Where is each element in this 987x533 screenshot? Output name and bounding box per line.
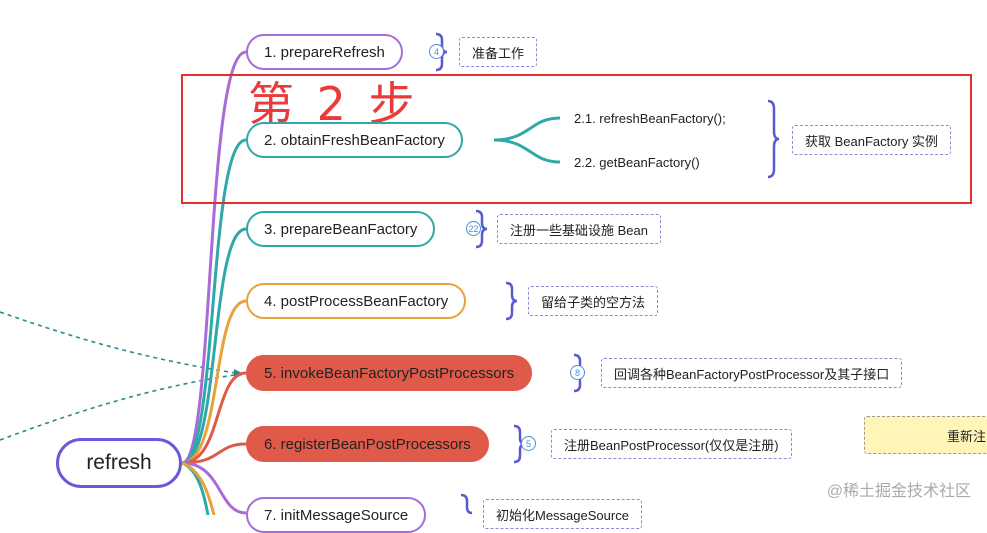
branch-extra-b [181,461,216,515]
branch-7 [181,461,247,515]
branch-1 [181,50,247,465]
topic-count-badge-1[interactable]: 4 [429,44,444,59]
root-node-refresh[interactable]: refresh [56,438,182,488]
note-step-6[interactable]: 注册BeanPostProcessor(仅仅是注册) [551,429,792,459]
step-node-2[interactable]: 2. obtainFreshBeanFactory [246,122,463,158]
side-note[interactable]: 重新注 [864,416,987,454]
note-step-4[interactable]: 留给子类的空方法 [528,286,659,316]
step-node-4[interactable]: 4. postProcessBeanFactory [246,283,467,319]
branch-2 [181,138,247,465]
brace-4 [505,281,518,321]
step-node-1[interactable]: 1. prepareRefresh [246,34,403,70]
note-step-7[interactable]: 初始化MessageSource [483,499,642,529]
brace-5 [573,353,586,393]
step-node-5[interactable]: 5. invokeBeanFactoryPostProcessors [246,355,533,391]
brace-1 [435,32,448,72]
branch-6 [181,442,247,465]
note-step-2[interactable]: 获取 BeanFactory 实例 [792,125,951,155]
topic-count-badge-5[interactable]: 8 [570,365,585,380]
brace-3 [475,209,488,249]
branch-5 [181,371,247,465]
subbranch-2-2 [493,138,561,164]
step-node-6[interactable]: 6. registerBeanPostProcessors [246,426,489,462]
note-step-3[interactable]: 注册一些基础设施 Bean [497,214,661,244]
brace-7 [460,493,473,515]
subitem-2-1[interactable]: 2.1. refreshBeanFactory(); [560,103,740,133]
watermark: @稀土掘金技术社区 [826,483,971,500]
subitem-2-2[interactable]: 2.2. getBeanFactory() [560,147,714,177]
mindmap-connectors [0,32,780,515]
note-step-5[interactable]: 回调各种BeanFactoryPostProcessor及其子接口 [601,358,903,388]
step-2-highlight-box [181,74,972,204]
note-step-1[interactable]: 准备工作 [459,37,538,67]
step-node-3[interactable]: 3. prepareBeanFactory [246,211,436,247]
step-node-7[interactable]: 7. initMessageSource [246,497,427,533]
topic-count-badge-6[interactable]: 5 [521,436,536,451]
branch-4 [181,299,247,465]
topic-count-badge-3[interactable]: 22 [466,221,481,236]
brace-2 [767,99,780,179]
branch-3 [181,227,247,465]
